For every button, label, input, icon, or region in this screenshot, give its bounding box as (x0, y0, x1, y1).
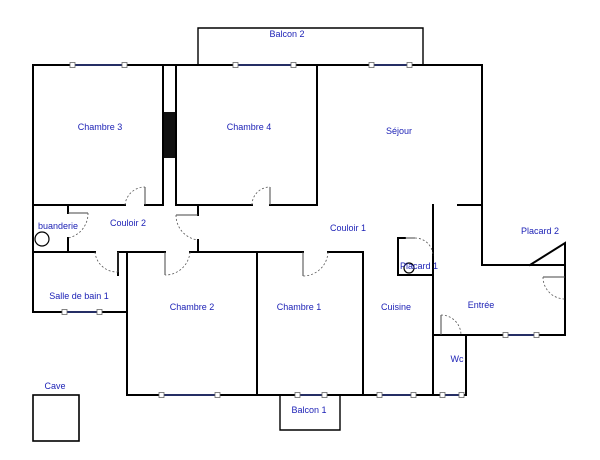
door (405, 237, 434, 257)
placard1-wall (397, 237, 434, 276)
window (368, 62, 413, 68)
label-wc: Wc (451, 354, 464, 364)
label-cave: Cave (44, 381, 65, 391)
label-balcon2: Balcon 2 (269, 29, 304, 39)
door (67, 212, 89, 239)
window (232, 62, 297, 68)
water-heater-placard1 (403, 262, 415, 274)
label-salledebain1: Salle de bain 1 (49, 291, 109, 301)
cave-outline (32, 394, 80, 442)
window (61, 309, 103, 315)
label-placard2: Placard 2 (521, 226, 559, 236)
window (376, 392, 417, 398)
placard2-wall (528, 241, 566, 267)
window (69, 62, 128, 68)
label-couloir2: Couloir 2 (110, 218, 146, 228)
chimney-column (164, 112, 175, 158)
label-balcon1: Balcon 1 (291, 405, 326, 415)
label-cuisine: Cuisine (381, 302, 411, 312)
label-chambre1: Chambre 1 (277, 302, 322, 312)
door (251, 186, 271, 206)
window (502, 332, 540, 338)
door (302, 251, 329, 277)
window (158, 392, 221, 398)
doors (67, 186, 566, 336)
label-chambre3: Chambre 3 (78, 122, 123, 132)
door (175, 214, 199, 241)
label-sejour: Séjour (386, 126, 412, 136)
window (294, 392, 328, 398)
label-placard1: Placard 1 (400, 261, 438, 271)
walls (32, 27, 566, 396)
balcon2-outline (197, 27, 424, 65)
label-chambre2: Chambre 2 (170, 302, 215, 312)
windows (61, 62, 540, 398)
door (164, 251, 191, 276)
room-labels: Balcon 2 Chambre 3 Chambre 4 Séjour buan… (38, 29, 559, 415)
window (439, 392, 465, 398)
door (542, 276, 566, 300)
label-buanderie: buanderie (38, 221, 78, 231)
label-couloir1: Couloir 1 (330, 223, 366, 233)
label-entree: Entrée (468, 300, 495, 310)
balcon1-outline (279, 395, 341, 431)
label-chambre4: Chambre 4 (227, 122, 272, 132)
door (440, 314, 462, 336)
door (94, 251, 119, 273)
water-heater-buanderie (34, 231, 50, 247)
door (124, 186, 146, 206)
